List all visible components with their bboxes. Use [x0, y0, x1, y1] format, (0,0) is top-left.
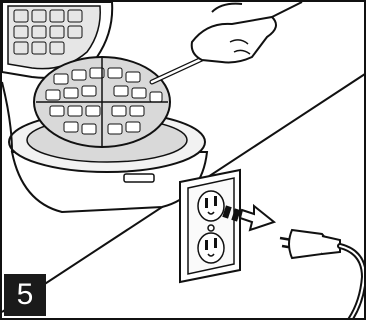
waffle [33, 56, 171, 148]
power-cord [337, 243, 364, 318]
fork-and-hand [149, 2, 303, 85]
step-number: 5 [16, 278, 34, 311]
step-number-badge: 5 [4, 274, 46, 316]
wall-outlet [179, 168, 241, 284]
pull-arrow-icon [222, 203, 277, 232]
power-plug [279, 228, 341, 260]
